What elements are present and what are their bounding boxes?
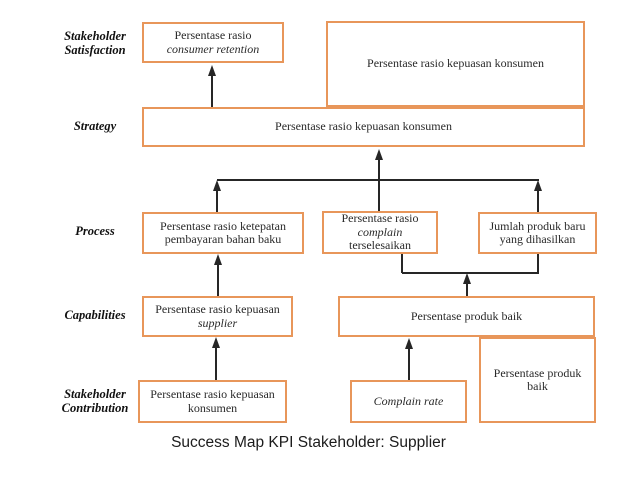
arrow-line-konsumen-to-supplier (215, 341, 217, 380)
node-text-line: Persentase rasio (341, 211, 419, 226)
node-consumer-retention: Persentase rasio consumer retention (142, 22, 284, 63)
row-label-stakeholder-contribution: Stakeholder Contribution (61, 387, 129, 415)
node-text-line: pembayaran bahan baku (164, 232, 282, 246)
row-label-capabilities: Capabilities (64, 308, 126, 322)
arrow-line-complainrate-to-produkbaik (408, 342, 410, 380)
node-kepuasan-konsumen-contribution: Persentase rasio kepuasan konsumen (138, 380, 287, 423)
node-complain-rate: Complain rate (350, 380, 467, 423)
node-text-line: Persentase produk baik (410, 308, 523, 323)
node-strategy-kepuasan-konsumen: Persentase rasio kepuasan konsumen (142, 107, 585, 147)
arrow-line-ketepatan-up (216, 184, 218, 212)
diagram-caption: Success Map KPI Stakeholder: Supplier (171, 434, 446, 451)
arrow-line-retention (211, 69, 213, 107)
connector-process-hline (216, 179, 539, 181)
node-text-line: Persentase rasio ketepatan (160, 218, 286, 233)
arrow-line-supplier-to-ketepatan (217, 258, 219, 296)
node-text-line: consumer retention (166, 41, 260, 56)
node-produk-baik: Persentase produk baik (338, 296, 595, 337)
arrow-line-produkbaik-up (466, 277, 468, 296)
row-label-stakeholder-satisfaction: Stakeholder Satisfaction (64, 29, 126, 57)
arrow-line-complain-to-strategy (378, 153, 380, 211)
arrow-line-jumlah-up (537, 184, 539, 212)
node-text-line: yang dihasilkan (499, 232, 576, 246)
node-text-line: Persentase rasio kepuasan konsumen (275, 119, 452, 134)
connector-line-complain-down (401, 254, 403, 273)
node-text-line: Persentase rasio kepuasan konsumen (367, 56, 544, 71)
node-complain-terselesaikan: Persentase rasio complain terselesaikan (322, 211, 438, 254)
node-text-line: konsumen (187, 400, 238, 415)
node-text-line: baik (527, 379, 548, 393)
connector-line-jumlah-down (537, 254, 539, 273)
node-ketepatan-pembayaran: Persentase rasio ketepatan pembayaran ba… (142, 212, 304, 254)
node-text-line: complain (357, 224, 403, 239)
node-text-line: Persentase rasio (174, 28, 252, 42)
node-text-line: supplier (197, 315, 238, 330)
node-text-line: terselesaikan (349, 238, 411, 253)
node-kepuasan-supplier: Persentase rasio kepuasan supplier (142, 296, 293, 337)
node-produk-baik-small: Persentase produk baik (479, 337, 596, 423)
node-text-line: Complain rate (373, 393, 444, 408)
node-kepuasan-konsumen-top: Persentase rasio kepuasan konsumen (326, 21, 585, 107)
connector-produkbaik-hline (401, 272, 539, 274)
row-label-strategy: Strategy (73, 119, 117, 133)
row-label-process: Process (75, 224, 115, 238)
node-text-line: Persentase rasio kepuasan (150, 387, 275, 401)
node-text-line: Persentase produk (493, 365, 582, 380)
node-text-line: Persentase rasio kepuasan (155, 302, 280, 316)
node-text-line: Jumlah produk baru (489, 218, 586, 233)
node-jumlah-produk-baru: Jumlah produk baru yang dihasilkan (478, 212, 597, 254)
